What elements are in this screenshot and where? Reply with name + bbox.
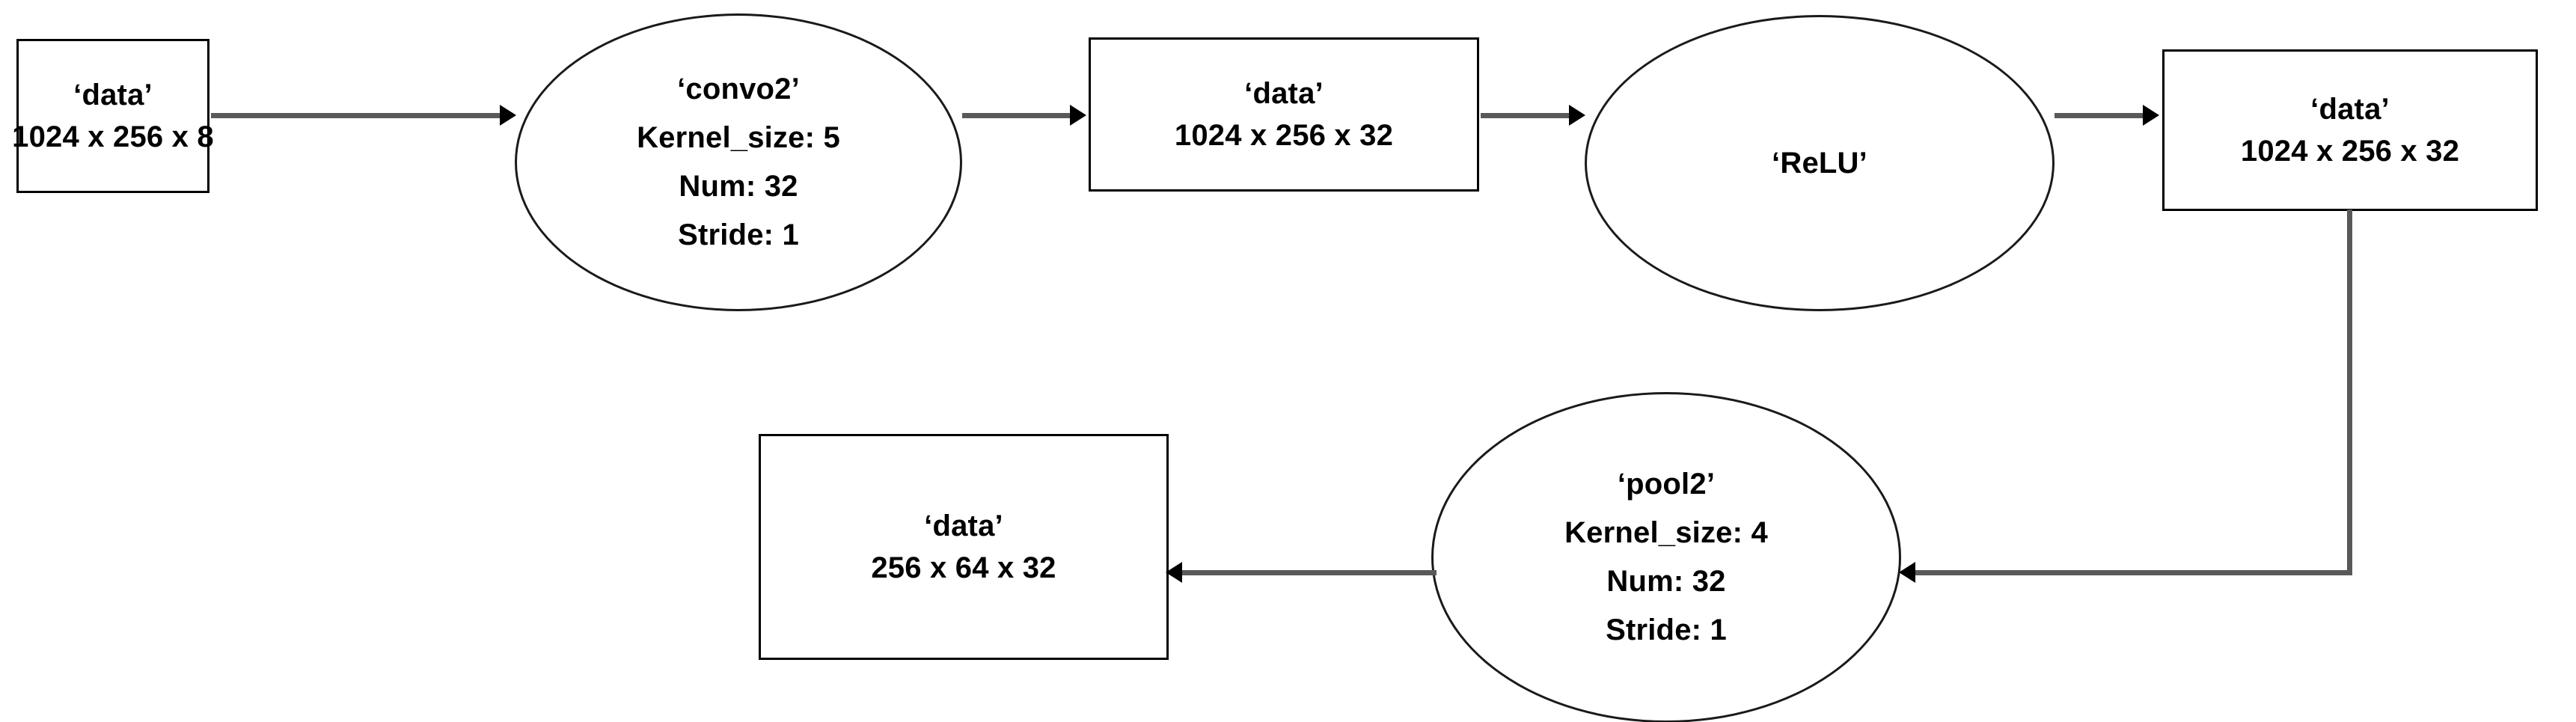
node-data-after-pool[interactable]: ‘data’ 256 x 64 x 32 (759, 434, 1169, 660)
node-label-num: Num: 32 (679, 170, 798, 203)
edge-relu-to-data (2055, 113, 2146, 118)
edge-data-to-pool2-vertical (2347, 209, 2352, 575)
node-label-dims: 1024 x 256 x 32 (1174, 119, 1394, 152)
node-data-after-relu[interactable]: ‘data’ 1024 x 256 x 32 (2162, 49, 2538, 211)
node-label-name: ‘data’ (1244, 77, 1324, 110)
node-label-dims: 1024 x 256 x 32 (2240, 135, 2460, 168)
edge-convo2-to-data (962, 113, 1073, 118)
node-relu[interactable]: ‘ReLU’ (1585, 15, 2055, 311)
node-label-dims: 1024 x 256 x 8 (12, 120, 214, 153)
arrowhead-right-icon (2143, 105, 2159, 126)
node-label-name: ‘convo2’ (677, 73, 800, 106)
node-pool2[interactable]: ‘pool2’ Kernel_size: 4 Num: 32 Stride: 1 (1431, 392, 1901, 722)
node-label-name: ‘data’ (73, 79, 153, 111)
edge-data-to-relu (1481, 113, 1572, 118)
arrowhead-left-icon (1166, 562, 1182, 583)
arrowhead-right-icon (1569, 105, 1585, 126)
node-data-after-conv[interactable]: ‘data’ 1024 x 256 x 32 (1089, 37, 1479, 192)
node-label-dims: 256 x 64 x 32 (871, 551, 1056, 584)
edge-data-input-to-convo2 (211, 113, 503, 118)
edge-data-to-pool2-horizontal (1915, 570, 2352, 575)
node-label-name: ‘data’ (924, 510, 1003, 542)
node-label-kernel-size: Kernel_size: 5 (637, 121, 840, 155)
node-label-num: Num: 32 (1606, 565, 1726, 598)
node-label-kernel-size: Kernel_size: 4 (1564, 516, 1768, 550)
arrowhead-right-icon (500, 105, 516, 126)
node-label-name: ‘pool2’ (1617, 468, 1716, 501)
arrowhead-right-icon (1070, 105, 1086, 126)
arrowhead-left-icon (1899, 562, 1915, 583)
node-label-stride: Stride: 1 (1606, 613, 1727, 646)
node-label-name: ‘data’ (2310, 93, 2390, 126)
edge-pool2-to-data (1182, 570, 1437, 575)
node-label-stride: Stride: 1 (678, 218, 799, 251)
node-data-input[interactable]: ‘data’ 1024 x 256 x 8 (12, 39, 214, 193)
node-convo2[interactable]: ‘convo2’ Kernel_size: 5 Num: 32 Stride: … (515, 13, 962, 311)
node-label-name: ‘ReLU’ (1772, 146, 1867, 180)
